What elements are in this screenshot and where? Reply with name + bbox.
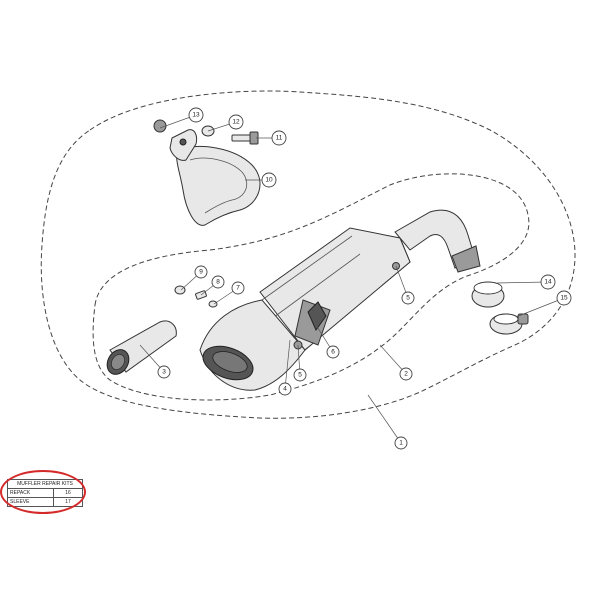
highlight-oval (0, 470, 86, 514)
svg-text:14: 14 (544, 279, 552, 286)
callout-14: 14 (540, 274, 556, 290)
end-cap-3 (106, 320, 177, 375)
heat-shield (169, 129, 261, 226)
svg-text:7: 7 (236, 285, 240, 292)
sleeve-14 (471, 281, 505, 308)
callout-3: 3 (157, 365, 171, 379)
svg-text:9: 9 (199, 269, 203, 276)
callout-8: 8 (211, 275, 225, 289)
callout-15: 15 (556, 290, 572, 306)
o-ring-7 (208, 300, 218, 308)
svg-text:3: 3 (162, 369, 166, 376)
svg-text:10: 10 (265, 177, 273, 184)
callout-10: 10 (261, 172, 277, 188)
svg-text:4: 4 (283, 386, 287, 393)
callout-11: 11 (271, 130, 287, 146)
callout-9: 9 (194, 265, 208, 279)
bolt-11 (231, 131, 259, 145)
callout-2: 2 (399, 367, 413, 381)
svg-text:5: 5 (406, 295, 410, 302)
svg-text:5: 5 (298, 372, 302, 379)
svg-text:1: 1 (399, 440, 403, 447)
callout-5-lower: 5 (293, 368, 307, 382)
svg-text:12: 12 (232, 119, 240, 126)
callout-7: 7 (231, 281, 245, 295)
callout-12: 12 (228, 114, 244, 130)
callout-13: 13 (188, 107, 204, 123)
callout-1: 1 (394, 436, 408, 450)
svg-text:2: 2 (404, 371, 408, 378)
assembly-outline-outer (40, 90, 576, 419)
svg-text:13: 13 (192, 112, 200, 119)
callout-4: 4 (278, 382, 292, 396)
muffler-body (199, 227, 411, 391)
callout-6: 6 (326, 345, 340, 359)
svg-text:6: 6 (331, 349, 335, 356)
callout-5-upper: 5 (401, 291, 415, 305)
clamp-15 (489, 313, 529, 335)
link-pipe (394, 209, 481, 273)
svg-text:8: 8 (216, 279, 220, 286)
washer-9 (174, 285, 186, 295)
assembly-outline-inner (92, 173, 530, 401)
svg-text:11: 11 (276, 135, 283, 142)
nut-13 (153, 119, 167, 133)
svg-text:15: 15 (560, 295, 568, 302)
